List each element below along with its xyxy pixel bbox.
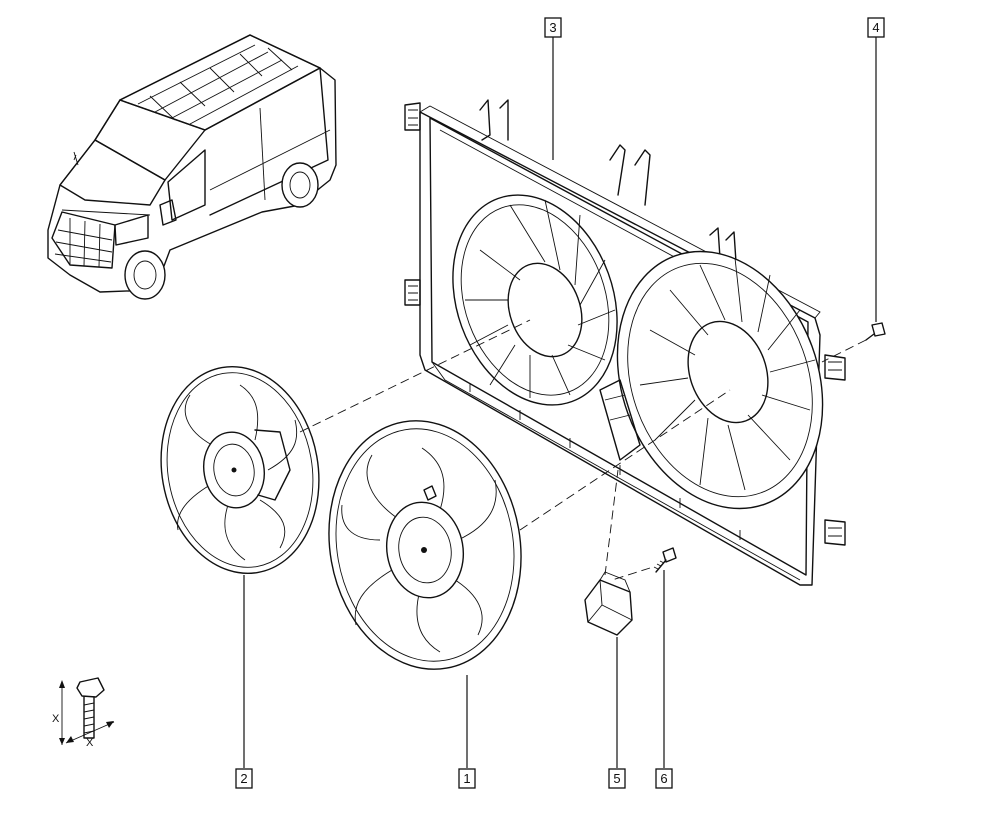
callout-6-label: 6: [660, 771, 667, 786]
torque-x-horizontal: X: [86, 737, 94, 749]
callout-1: 1: [458, 768, 476, 789]
left-shroud-spokes: [465, 199, 616, 398]
callout-5: 5: [608, 768, 626, 789]
cooling-fan-1: [328, 420, 522, 670]
callout-3: 3: [544, 17, 562, 38]
callout-3-label: 3: [549, 20, 556, 35]
torque-bolt-symbol: X X: [52, 677, 115, 749]
resistor-screw: [653, 547, 677, 573]
leader-lines: [243, 36, 877, 768]
fan-shroud-frame: [404, 99, 846, 586]
callout-2-label: 2: [240, 771, 247, 786]
assembly-lines: [299, 319, 867, 581]
cooling-fan-2: [160, 365, 320, 575]
callout-2: 2: [235, 768, 253, 789]
callout-5-label: 5: [613, 771, 620, 786]
callout-4-label: 4: [872, 20, 879, 35]
callout-4: 4: [867, 17, 885, 38]
callout-6: 6: [655, 768, 673, 789]
van-illustration: [47, 34, 337, 300]
callout-1-label: 1: [463, 771, 470, 786]
fan-resistor: [584, 571, 633, 636]
right-shroud-spokes: [639, 257, 816, 491]
frame-bolt: [865, 322, 886, 341]
torque-x-vertical: X: [52, 713, 60, 725]
